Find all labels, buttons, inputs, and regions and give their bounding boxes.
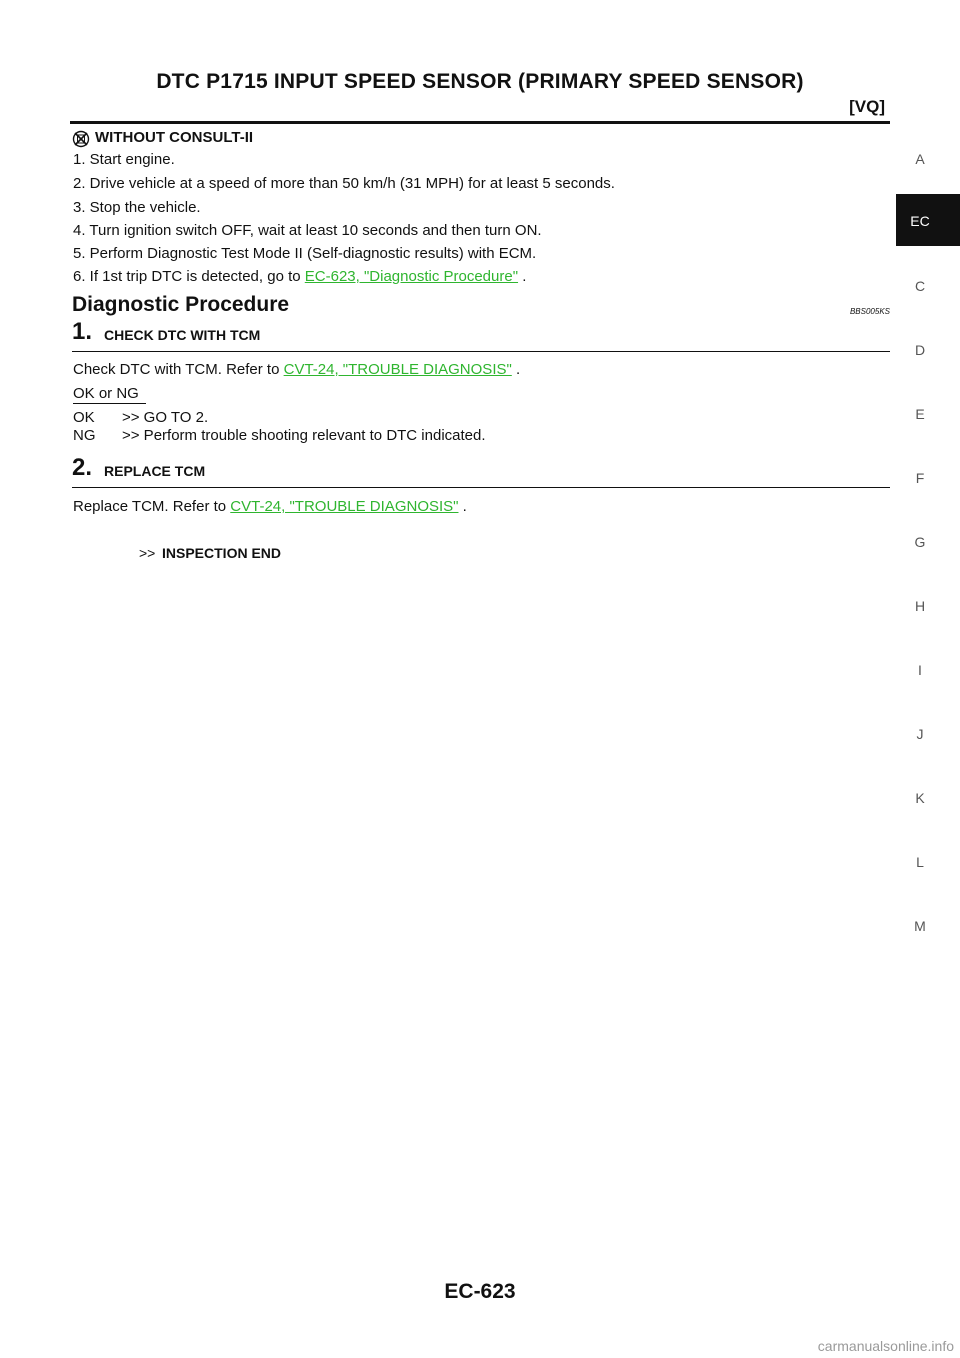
step-1-suffix: .: [511, 361, 521, 378]
ng-result-action: >> Perform trouble shooting relevant to …: [122, 427, 486, 444]
procedure-step: 3. Stop the vehicle.: [73, 199, 201, 216]
active-section-tab[interactable]: [896, 194, 960, 246]
diagnostic-procedure-link[interactable]: EC-623, "Diagnostic Procedure": [304, 268, 519, 285]
ok-result-code: OK: [73, 409, 95, 426]
section-tab-d[interactable]: D: [914, 342, 926, 358]
step-6-suffix: .: [518, 268, 527, 285]
procedure-step: 4. Turn ignition switch OFF, wait at lea…: [73, 222, 542, 239]
section-tab-h[interactable]: H: [914, 598, 926, 614]
step-2-text: Replace TCM. Refer to: [73, 498, 231, 515]
ng-result-code: NG: [73, 427, 96, 444]
ok-or-ng-underline: [73, 403, 146, 404]
without-consult-heading: WITHOUT CONSULT-II: [95, 129, 254, 146]
step-2-rule: [72, 487, 890, 488]
step-6-text: 6. If 1st trip DTC is detected, go to: [73, 268, 305, 285]
watermark: carmanualsonline.info: [817, 1338, 954, 1354]
procedure-step: 2. Drive vehicle at a speed of more than…: [73, 175, 615, 192]
section-tab-i[interactable]: I: [918, 662, 922, 678]
section-tab-k[interactable]: K: [915, 790, 925, 806]
header-rule: [70, 121, 890, 124]
section-tab-ec[interactable]: EC: [910, 213, 930, 229]
ok-or-ng-label: OK or NG: [73, 385, 139, 402]
step-1-title: CHECK DTC WITH TCM: [104, 327, 261, 343]
step-2-title: REPLACE TCM: [104, 463, 206, 479]
page-number: EC-623: [444, 1280, 516, 1303]
procedure-step-6: 6. If 1st trip DTC is detected, go to EC…: [73, 268, 526, 285]
section-tab-m[interactable]: M: [914, 918, 926, 934]
cvt-24-trouble-diagnosis-link[interactable]: CVT-24, "TROUBLE DIAGNOSIS": [230, 498, 459, 515]
step-2-instruction: Replace TCM. Refer to CVT-24, "TROUBLE D…: [73, 498, 467, 515]
step-1-text: Check DTC with TCM. Refer to: [73, 361, 284, 378]
page-title: DTC P1715 INPUT SPEED SENSOR (PRIMARY SP…: [156, 70, 804, 93]
diagnostic-procedure-heading: Diagnostic Procedure: [72, 293, 290, 316]
section-tab-e[interactable]: E: [915, 406, 925, 422]
section-tab-g[interactable]: G: [914, 534, 926, 550]
step-2-suffix: .: [458, 498, 467, 515]
procedure-reference-code: BBS005KS: [849, 307, 890, 316]
section-tab-j[interactable]: J: [916, 726, 924, 742]
step-1-rule: [72, 351, 890, 352]
step-1-instruction: Check DTC with TCM. Refer to CVT-24, "TR…: [73, 361, 520, 378]
procedure-step: 5. Perform Diagnostic Test Mode II (Self…: [73, 245, 537, 262]
procedure-step: 1. Start engine.: [73, 151, 175, 168]
step-2-number: 2.: [72, 454, 93, 481]
section-tab-l[interactable]: L: [916, 854, 924, 870]
engine-variant-label: [VQ]: [849, 97, 885, 116]
inspection-end-arrow: >>: [139, 545, 156, 561]
step-1-number: 1.: [72, 318, 93, 345]
section-tab-a[interactable]: A: [915, 151, 925, 167]
section-tab-f[interactable]: F: [915, 470, 925, 486]
inspection-end-label: INSPECTION END: [162, 545, 282, 561]
section-tab-c[interactable]: C: [914, 278, 926, 294]
cvt-24-trouble-diagnosis-link[interactable]: CVT-24, "TROUBLE DIAGNOSIS": [283, 361, 512, 378]
no-consult-tool-icon: [72, 130, 90, 148]
ok-result-action: >> GO TO 2.: [122, 409, 209, 426]
